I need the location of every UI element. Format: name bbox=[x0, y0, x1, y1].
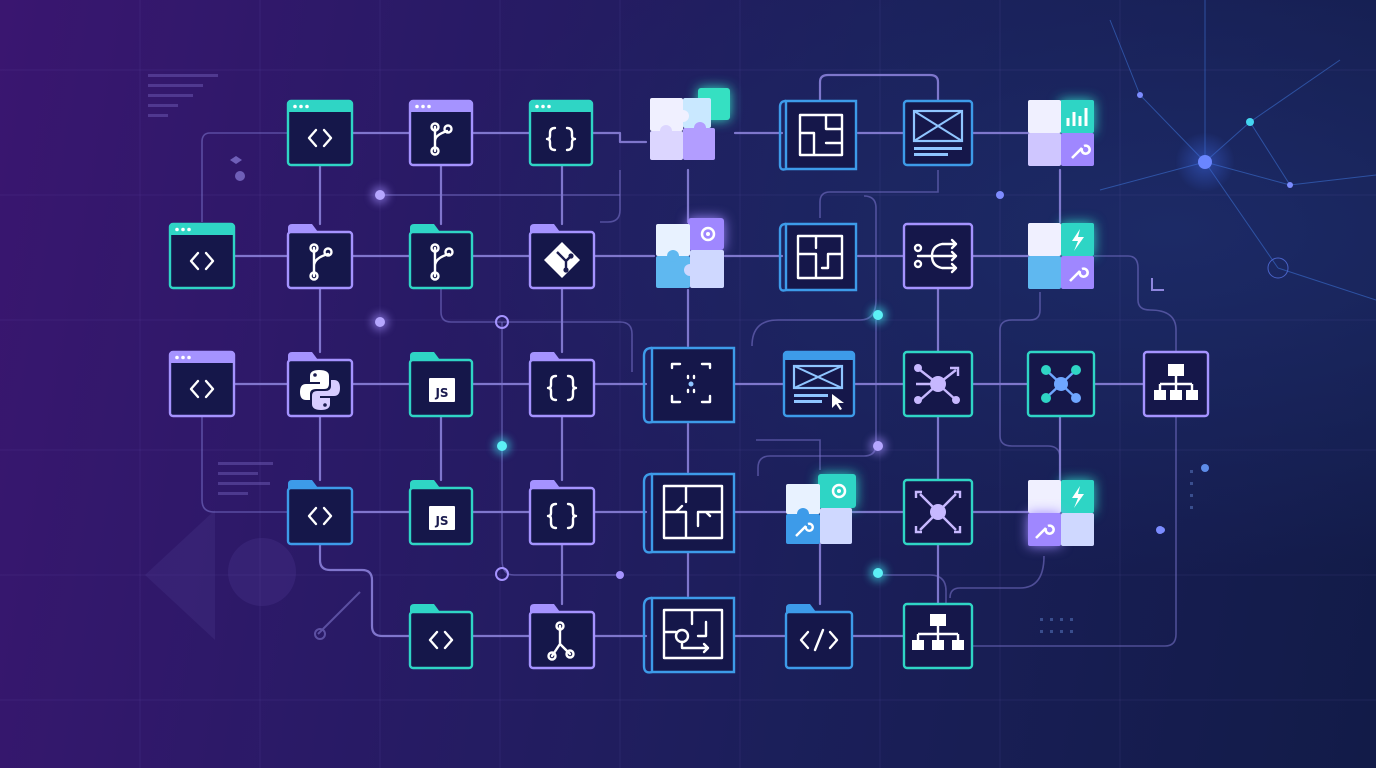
js-badge-label: JS bbox=[434, 386, 448, 400]
git-branch-folder-icon bbox=[408, 224, 474, 290]
puzzle-bolt-wrench-icon bbox=[1028, 480, 1094, 546]
puzzle-gear-icon bbox=[786, 474, 856, 544]
junction-dot bbox=[497, 441, 507, 451]
js-badge-label: JS bbox=[434, 514, 448, 528]
constellation-nodes bbox=[1137, 92, 1293, 534]
junction-dots bbox=[371, 186, 1004, 582]
flow-split-icon bbox=[902, 222, 974, 290]
org-chart-icon bbox=[1142, 350, 1210, 418]
junction-ring bbox=[495, 567, 509, 581]
git-branch-folder-icon bbox=[286, 224, 354, 290]
code-folder-icon bbox=[286, 480, 354, 546]
puzzle-pieces-icon bbox=[650, 88, 730, 160]
network-hub-icon bbox=[902, 478, 974, 546]
corner-marks bbox=[230, 156, 1165, 533]
puzzle-bolt-wrench-icon bbox=[1028, 223, 1094, 289]
braces-window-icon bbox=[528, 99, 594, 167]
code-window-icon bbox=[286, 99, 354, 167]
junction-dot bbox=[873, 441, 883, 451]
connection-wires bbox=[201, 73, 1177, 647]
background-decor bbox=[145, 74, 1193, 640]
puzzle-chart-wrench-icon bbox=[1028, 100, 1094, 166]
code-folder-icon bbox=[408, 604, 474, 670]
junction-dot bbox=[873, 568, 883, 578]
focus-blueprint-icon bbox=[642, 346, 736, 424]
braces-folder-icon bbox=[528, 480, 596, 546]
wireframe-cursor-icon bbox=[782, 350, 856, 418]
code-window-icon bbox=[168, 350, 236, 418]
junction-ring bbox=[495, 315, 509, 329]
puzzle-gear-icon bbox=[656, 218, 724, 288]
wireframe-icon bbox=[902, 99, 974, 167]
junction-dot bbox=[375, 190, 385, 200]
junction-dot bbox=[375, 317, 385, 327]
git-branch-window-icon bbox=[408, 99, 474, 167]
floorplan-blueprint-icon bbox=[642, 472, 736, 554]
junction-dot bbox=[873, 310, 883, 320]
js-folder-icon: JS bbox=[408, 352, 474, 418]
js-folder-icon: JS bbox=[408, 480, 474, 546]
node-tiles: JS bbox=[168, 88, 1210, 674]
code-window-icon bbox=[168, 222, 236, 290]
blueprint-icon bbox=[778, 222, 858, 292]
constellation-lines bbox=[1099, 0, 1376, 301]
braces-folder-icon bbox=[528, 352, 596, 418]
org-chart-icon bbox=[902, 602, 974, 670]
network-hub-icon bbox=[1026, 350, 1096, 418]
git-branch-folder-icon bbox=[528, 604, 596, 670]
git-logo-folder-icon bbox=[528, 224, 596, 290]
blueprint-arrow-icon bbox=[642, 596, 736, 674]
python-folder-icon bbox=[286, 352, 354, 418]
html-tag-folder-icon bbox=[784, 604, 854, 670]
blueprint-icon bbox=[778, 99, 858, 171]
network-hub-icon bbox=[902, 350, 974, 418]
